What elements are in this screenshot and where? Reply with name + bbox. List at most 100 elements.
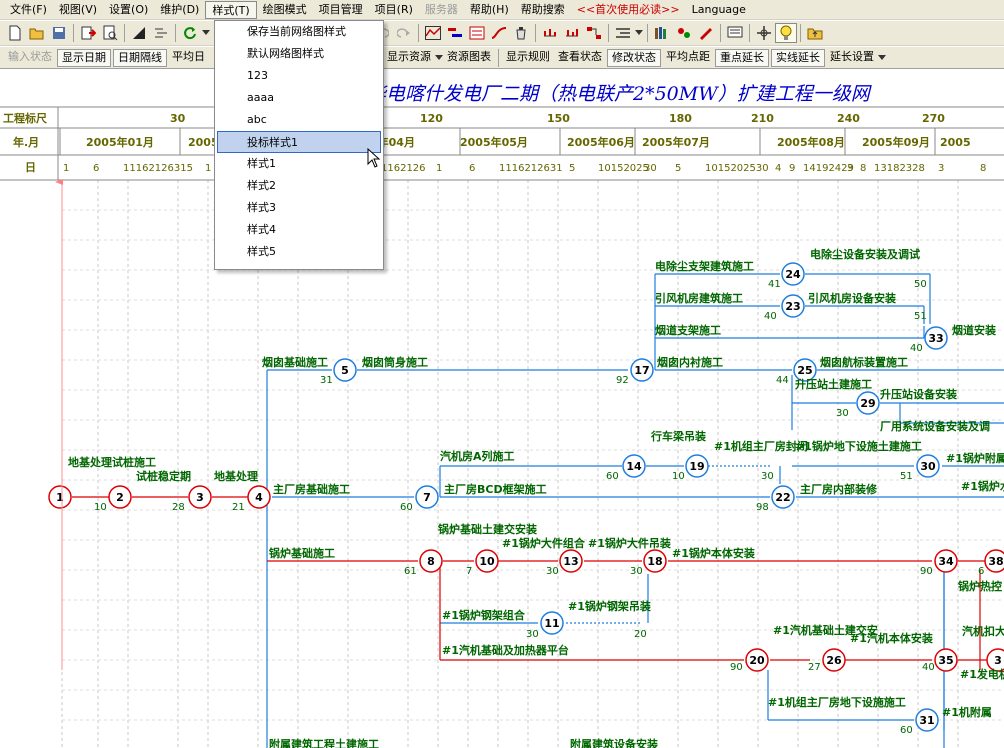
open-folder-icon[interactable]: [26, 23, 48, 43]
average-spacing-button[interactable]: 平均点距: [666, 49, 710, 63]
network-view-icon[interactable]: [422, 23, 444, 43]
event-node-number: 25: [797, 364, 812, 377]
dropdown-arrow-icon[interactable]: [201, 23, 211, 43]
view-status-button[interactable]: 查看状态: [558, 49, 602, 63]
menu-view[interactable]: 视图(V): [58, 2, 98, 16]
redo-icon[interactable]: [393, 23, 415, 43]
menu-item-style-2[interactable]: 样式2: [247, 179, 276, 192]
dropdown-arrow-icon[interactable]: [435, 48, 443, 68]
activity-label: 升压站土建施工: [795, 377, 872, 391]
dependency-icon[interactable]: [583, 23, 605, 43]
menu-file[interactable]: 文件(F): [10, 2, 47, 16]
menu-first-use[interactable]: <<首次使用必读>>: [576, 2, 680, 16]
scale-tick-label: 180: [669, 112, 692, 125]
lightbulb-icon[interactable]: [775, 23, 797, 43]
gantt-view-icon[interactable]: [444, 23, 466, 43]
duration-label: 30: [761, 471, 774, 482]
folder-up-icon[interactable]: [804, 23, 826, 43]
menu-item-style-3[interactable]: 样式3: [247, 201, 276, 214]
menu-item-style-4[interactable]: 样式4: [247, 223, 276, 236]
menu-language[interactable]: Language: [691, 2, 746, 16]
menu-server[interactable]: 服务器: [424, 2, 458, 16]
menu-item-style-123[interactable]: 123: [247, 69, 268, 82]
activity-label: 锅炉基础土建交安装: [438, 522, 537, 536]
day-label: 1: [63, 163, 69, 174]
menu-draw-mode[interactable]: 绘图模式: [262, 2, 307, 16]
duration-label: 30: [630, 566, 643, 577]
event-node-number: 5: [341, 364, 349, 377]
day-label: 10152025: [598, 163, 649, 174]
menu-item-style-5[interactable]: 样式5: [247, 245, 276, 258]
edit-status-button[interactable]: 修改状态: [607, 48, 661, 67]
show-rules-button[interactable]: 显示规则: [506, 49, 550, 63]
triangle-tool-icon[interactable]: [128, 23, 150, 43]
event-node-number: 4: [255, 491, 263, 504]
crosshair-icon[interactable]: [753, 23, 775, 43]
menu-item-style-1[interactable]: 样式1: [247, 157, 276, 170]
network-diagram[interactable]: 疆华电喀什发电厂二期（热电联产2*50MW）扩建工程一级网 工程标尺 年.月 日…: [0, 70, 1004, 748]
extend-settings-button[interactable]: 延长设置: [830, 49, 874, 63]
menu-item-save-current-style[interactable]: 保存当前网络图样式: [247, 25, 346, 38]
solid-extend-button[interactable]: 实线延长: [771, 48, 825, 67]
activity-label: 引风机房设备安装: [808, 291, 896, 305]
show-resource-button[interactable]: 显示资源: [387, 49, 431, 63]
menu-item-default-style[interactable]: 默认网络图样式: [247, 47, 324, 60]
activity-label: #1汽机基础土建交安: [773, 623, 878, 637]
event-node-number: 35: [938, 654, 953, 667]
menu-item-style-abc[interactable]: abc: [247, 113, 267, 126]
menu-project-manage[interactable]: 项目管理: [318, 2, 363, 16]
input-status-button[interactable]: 输入状态: [8, 49, 52, 63]
activity-label: 烟囱内衬施工: [657, 355, 723, 369]
curve-line-icon[interactable]: [488, 23, 510, 43]
print-preview-icon[interactable]: [99, 23, 121, 43]
menu-settings[interactable]: 设置(O): [109, 2, 149, 16]
duration-label: 92: [616, 375, 629, 386]
menu-maintain[interactable]: 维护(D): [160, 2, 200, 16]
refresh-icon[interactable]: [179, 23, 201, 43]
activity-label: 锅炉基础施工: [269, 546, 335, 560]
menu-help[interactable]: 帮助(H): [469, 2, 509, 16]
duration-label: 41: [768, 279, 781, 290]
duration-label: 10: [94, 502, 107, 513]
show-date-button[interactable]: 显示日期: [57, 48, 111, 67]
duration-label: 98: [756, 502, 769, 513]
menu-help-search[interactable]: 帮助搜索: [520, 2, 565, 16]
monitor-icon[interactable]: [724, 23, 746, 43]
node-chain-alt-icon[interactable]: [561, 23, 583, 43]
event-node-number: 33: [928, 332, 943, 345]
average-day-button[interactable]: 平均日: [172, 49, 205, 63]
indent-icon[interactable]: [612, 23, 634, 43]
menu-style[interactable]: 样式(T): [205, 0, 257, 19]
dropdown-arrow-icon[interactable]: [634, 23, 644, 43]
menu-item-bid-style-1[interactable]: 投标样式1: [217, 131, 381, 153]
date-gridline-button[interactable]: 日期隔线: [113, 48, 167, 67]
align-tool-icon[interactable]: [150, 23, 172, 43]
library-icon[interactable]: [651, 23, 673, 43]
node-chain-icon[interactable]: [539, 23, 561, 43]
menu-project[interactable]: 项目(R): [374, 2, 413, 16]
day-label: 8: [860, 163, 866, 174]
activity-arrows: [72, 273, 1004, 748]
duration-label: 90: [730, 662, 743, 673]
view-toolbar: 输入状态 显示日期 日期隔线 平均日 号 显示资源 资源图表 显示规则 查看状态…: [0, 47, 1004, 69]
toolbar-separator: [608, 24, 609, 42]
bar-list-icon[interactable]: [466, 23, 488, 43]
dropdown-arrow-icon[interactable]: [878, 48, 886, 68]
resource-chart-button[interactable]: 资源图表: [447, 49, 491, 63]
pen-tool-icon[interactable]: [695, 23, 717, 43]
event-node: [781, 262, 805, 286]
key-extend-button[interactable]: 重点延长: [715, 48, 769, 67]
export-icon[interactable]: [77, 23, 99, 43]
activity-label: #1锅炉大件吊装: [588, 536, 671, 550]
duration-label: 30: [546, 566, 559, 577]
bucket-icon[interactable]: [510, 23, 532, 43]
toolbar-separator: [749, 24, 750, 42]
new-file-icon[interactable]: [4, 23, 26, 43]
resource-icon[interactable]: [673, 23, 695, 43]
event-node: [333, 358, 357, 382]
menu-item-style-aaaa[interactable]: aaaa: [247, 91, 274, 104]
event-node: [916, 454, 940, 478]
month-label: 2005: [940, 136, 971, 149]
event-node-number: 29: [860, 397, 875, 410]
save-icon[interactable]: [48, 23, 70, 43]
